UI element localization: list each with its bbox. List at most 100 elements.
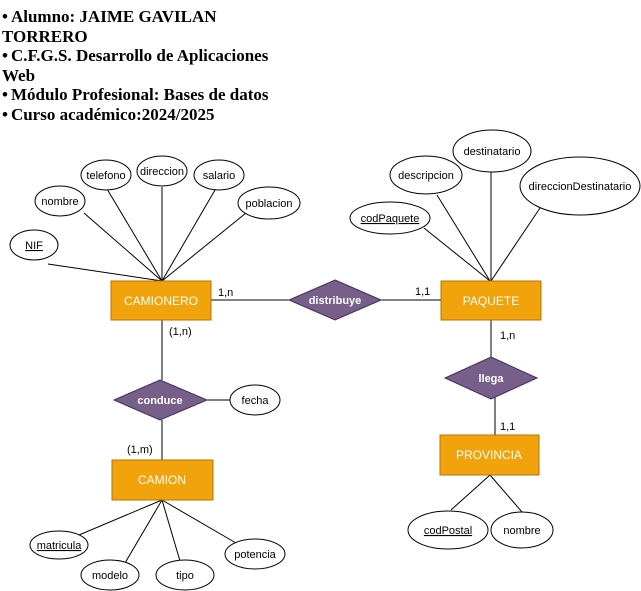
line-poblacion xyxy=(161,212,247,282)
relationship-conduce-diamond xyxy=(112,379,209,421)
relationship-distribuye-diamond xyxy=(287,279,383,321)
line-tipo xyxy=(161,499,181,562)
attribute-direcciondestinatario[interactable]: direccionDestinatario xyxy=(519,156,641,216)
cardinality-provincia-llega: 1,1 xyxy=(500,421,515,433)
relationship-distribuye[interactable]: distribuye xyxy=(287,279,383,321)
entity-paquete-label: PAQUETE xyxy=(463,294,519,308)
attribute-tipo[interactable]: tipo xyxy=(155,559,215,591)
attribute-salario-shape xyxy=(193,159,245,191)
cardinality-camionero-conduce: (1,n) xyxy=(169,326,192,338)
attribute-matricula-shape xyxy=(29,530,89,560)
line-telefono xyxy=(106,188,163,282)
attribute-tipo-shape xyxy=(155,559,215,591)
cardinality-paquete-llega: 1,n xyxy=(500,330,515,342)
line-modelo xyxy=(124,499,163,564)
attribute-modelo[interactable]: modelo xyxy=(80,559,140,591)
relationship-conduce-label: conduce xyxy=(137,395,182,407)
attribute-telefono[interactable]: telefono xyxy=(80,159,132,191)
line-potencia xyxy=(161,499,237,544)
attribute-modelo-label: modelo xyxy=(92,570,128,582)
entity-paquete-box xyxy=(440,280,542,321)
attribute-codpostal[interactable]: codPostal xyxy=(407,510,489,550)
entity-camion-label: CAMION xyxy=(138,473,186,487)
attribute-codpostal-shape xyxy=(407,510,489,550)
line-descripcion xyxy=(436,194,491,282)
attribute-nombre-provincia-label: nombre xyxy=(503,525,540,537)
relationship-distribuye-label: distribuye xyxy=(309,295,362,307)
entity-camion[interactable]: CAMION xyxy=(111,459,214,501)
line-nombre xyxy=(83,212,163,282)
attribute-direcciondestinatario-label: direccionDestinatario xyxy=(529,181,632,193)
attribute-nombre-camionero-label: nombre xyxy=(41,196,78,208)
line-direcciondestinatario xyxy=(490,207,541,282)
cardinality-camion-conduce: (1,m) xyxy=(127,444,153,456)
attribute-fecha[interactable]: fecha xyxy=(229,384,281,416)
cardinality-camionero-distribuye: 1,n xyxy=(218,287,233,299)
attribute-direccion[interactable]: direccion xyxy=(136,155,188,187)
attribute-nif-label: NIF xyxy=(25,240,43,252)
entity-provincia-box xyxy=(439,434,540,476)
attribute-nombre-provincia-shape xyxy=(490,511,554,549)
attribute-poblacion-shape xyxy=(237,186,301,220)
attribute-tipo-label: tipo xyxy=(176,570,194,582)
attribute-codpaquete[interactable]: codPaquete xyxy=(349,201,431,235)
attribute-codpaquete-shape xyxy=(349,201,431,235)
line-salario xyxy=(161,189,216,282)
header-line-module: Módulo Profesional: Bases de datos xyxy=(2,85,302,105)
attribute-codpostal-label: codPostal xyxy=(424,525,472,537)
attribute-telefono-shape xyxy=(80,159,132,191)
attribute-salario-label: salario xyxy=(203,170,235,182)
relationship-llega-diamond xyxy=(443,356,539,400)
entity-camionero-box xyxy=(110,280,212,321)
entity-camionero[interactable]: CAMIONERO xyxy=(110,280,212,321)
attribute-codpaquete-label: codPaquete xyxy=(361,213,420,225)
attribute-destinatario-label: destinatario xyxy=(464,146,521,158)
attribute-poblacion-label: poblacion xyxy=(245,198,292,210)
attribute-potencia[interactable]: potencia xyxy=(224,538,286,570)
entity-paquete[interactable]: PAQUETE xyxy=(440,280,542,321)
line-nif xyxy=(47,263,163,282)
line-nombre-provincia xyxy=(489,474,523,513)
header-line-year: Curso académico:2024/2025 xyxy=(2,105,302,125)
attribute-fecha-label: fecha xyxy=(242,395,270,407)
attribute-nif-shape xyxy=(9,229,59,261)
relationship-conduce[interactable]: conduce xyxy=(112,379,209,421)
attribute-poblacion[interactable]: poblacion xyxy=(237,186,301,220)
attribute-descripcion-shape xyxy=(389,155,463,195)
entity-provincia[interactable]: PROVINCIA xyxy=(439,434,540,476)
line-codpostal xyxy=(450,474,491,511)
cardinality-paquete-distribuye: 1,1 xyxy=(415,286,430,298)
attribute-descripcion-label: descripcion xyxy=(398,170,454,182)
cardinalities: 1,n 1,1 (1,n) (1,m) 1,n 1,1 xyxy=(127,286,515,456)
attributes: NIF nombre telefono direccion salario po… xyxy=(9,129,641,591)
attribute-matricula[interactable]: matricula xyxy=(29,530,89,560)
attribute-modelo-shape xyxy=(80,559,140,591)
attribute-direccion-label: direccion xyxy=(140,166,184,178)
attribute-potencia-shape xyxy=(224,538,286,570)
attribute-direccion-shape xyxy=(136,155,188,187)
entity-provincia-label: PROVINCIA xyxy=(456,448,522,462)
attribute-nombre-provincia[interactable]: nombre xyxy=(490,511,554,549)
entity-camionero-label: CAMIONERO xyxy=(124,294,198,308)
attribute-nombre-camionero[interactable]: nombre xyxy=(34,185,86,217)
line-codpaquete xyxy=(423,227,491,282)
entity-camion-box xyxy=(111,459,214,501)
line-matricula xyxy=(78,499,163,536)
relationship-llega-label: llega xyxy=(478,373,504,385)
attribute-nif[interactable]: NIF xyxy=(9,229,59,261)
attribute-matricula-label: matricula xyxy=(37,540,83,552)
connector-lines xyxy=(47,172,541,564)
attribute-direcciondestinatario-shape xyxy=(519,156,641,216)
header-line-student: Alumno: JAIME GAVILAN TORRERO xyxy=(2,7,302,46)
attribute-salario[interactable]: salario xyxy=(193,159,245,191)
header-line-course: C.F.G.S. Desarrollo de Aplicaciones Web xyxy=(2,46,302,85)
attribute-telefono-label: telefono xyxy=(86,170,125,182)
attribute-destinatario-shape xyxy=(452,129,532,173)
relationship-llega[interactable]: llega xyxy=(443,356,539,400)
attribute-nombre-camionero-shape xyxy=(34,185,86,217)
student-info-header: Alumno: JAIME GAVILAN TORRERO C.F.G.S. D… xyxy=(2,7,302,124)
attribute-fecha-shape xyxy=(229,384,281,416)
attribute-descripcion[interactable]: descripcion xyxy=(389,155,463,195)
attribute-destinatario[interactable]: destinatario xyxy=(452,129,532,173)
